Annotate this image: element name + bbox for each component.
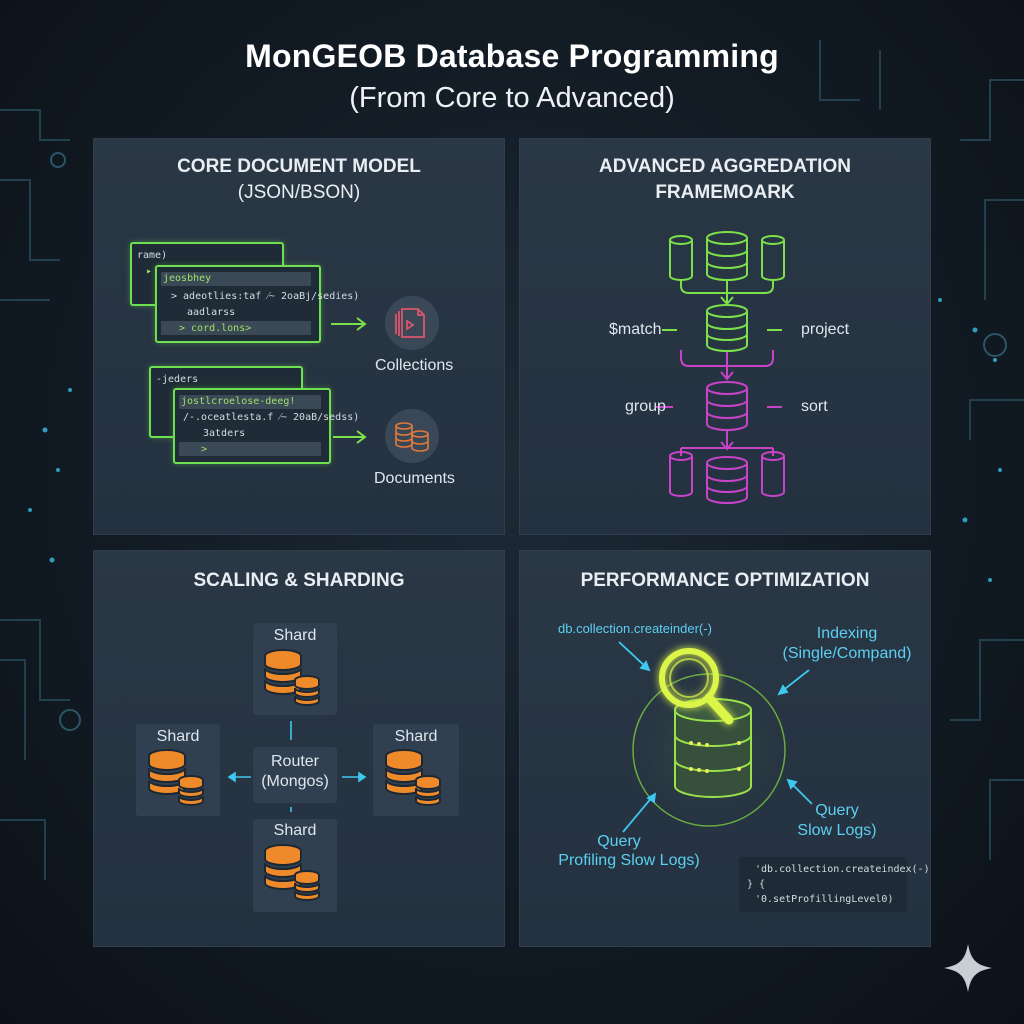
sharding-diagram [136, 623, 459, 912]
core-document-model-panel: CORE DOCUMENT MODEL (JSON/BSON) rame) ▸ … [93, 138, 505, 535]
arrow-to-documents [333, 430, 367, 444]
shard-bottom-label: Shard [273, 822, 317, 839]
panel-subtitle: (JSON/BSON) [237, 182, 361, 203]
indexing-label: Indexing [816, 625, 878, 642]
indexing-sublabel: (Single/Compand) [782, 645, 912, 662]
aggregation-pipeline [656, 231, 785, 504]
router-label: Router [270, 753, 320, 770]
panel-title: PERFORMANCE OPTIMIZATION [580, 570, 870, 591]
document-label: -jeders [156, 374, 199, 385]
collections-label: Collections [375, 357, 454, 374]
collections-icon [385, 296, 439, 350]
code-header: jeosbhey [163, 273, 212, 284]
code-row [161, 272, 311, 286]
match-stage-icon [662, 304, 782, 352]
input-collections-icon [669, 231, 785, 306]
group-stage-icon [656, 381, 782, 456]
performance-optimization-panel: PERFORMANCE OPTIMIZATION [519, 550, 931, 947]
shard-right-label: Shard [394, 728, 438, 745]
output-collections-icon [669, 451, 785, 504]
document-card-front: jeosbhey > adeotlies:taf ⁄~ 2oaBj/sedies… [155, 265, 359, 343]
code-line: > [201, 444, 208, 455]
code-snippet: 'db.collection.createindex(-) } { '0.set… [739, 857, 930, 912]
sort-label: sort [801, 398, 828, 415]
query-slow-logs-label: Query [815, 802, 859, 819]
query-profiling-sublabel: Profiling Slow Logs) [558, 852, 700, 869]
code-row [179, 442, 321, 456]
code-line: '0.setProfillingLevel0) [755, 894, 894, 905]
document-label: rame) [137, 250, 168, 261]
panel-title: CORE DOCUMENT MODEL [177, 156, 421, 177]
query-profiling-label: Query [597, 833, 641, 850]
code-line: 3atders [203, 428, 246, 439]
database-icon [674, 698, 752, 798]
code-line: > adeotlies:taf ⁄~ 2oaBj/sedies) [171, 291, 360, 302]
shard-top-label: Shard [273, 627, 317, 644]
router-box [253, 747, 337, 803]
arrow-to-collections [331, 317, 367, 331]
panel-subtitle: FRAMEMOARK [655, 182, 795, 203]
optimization-ring [632, 673, 786, 827]
panel-title: ADVANCED AGGREDATION [599, 156, 851, 177]
page-title: MonGEOB Database Programming [245, 38, 779, 74]
page-subtitle: (From Core to Advanced) [349, 82, 675, 114]
scaling-sharding-panel: SCALING & SHARDING [93, 550, 505, 947]
code-row [161, 321, 311, 335]
performance-diagram [618, 641, 813, 835]
panel-title: SCALING & SHARDING [193, 570, 405, 591]
code-text: ▸ [146, 266, 153, 277]
code-line: 'db.collection.createindex(-) [755, 864, 930, 875]
match-label: $match [609, 321, 662, 338]
code-line: > cord.lons> [179, 323, 252, 334]
magnifier-icon [659, 648, 734, 725]
group-label: group [625, 398, 666, 415]
documents-label: Documents [374, 470, 455, 487]
document-card-front: jostlcroelose-deeg! /-.oceatlesta.f ⁄~ 2… [173, 388, 359, 464]
router-sublabel: (Mongos) [261, 773, 329, 790]
code-line: /-.oceatlesta.f ⁄~ 20aB/sedss) [183, 412, 360, 423]
query-slow-logs-sublabel: Slow Logs) [797, 822, 877, 839]
shard-left-label: Shard [156, 728, 200, 745]
aggregation-framework-panel: ADVANCED AGGREDATION FRAMEMOARK [519, 138, 931, 535]
sparkle-icon [944, 944, 992, 992]
code-row [179, 395, 321, 409]
create-index-call: db.collection.createinder(-) [558, 621, 712, 636]
project-label: project [801, 321, 850, 338]
core-arrows [331, 296, 439, 463]
code-header: jostlcroelose-deeg! [181, 396, 296, 407]
code-line: } { [747, 879, 766, 890]
code-line: aadlarss [187, 307, 236, 318]
